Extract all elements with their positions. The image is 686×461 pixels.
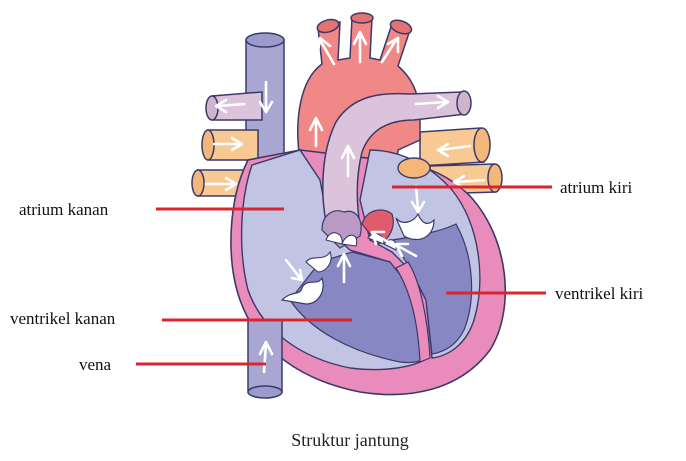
label-atrium-kiri: atrium kiri bbox=[560, 178, 633, 197]
label-ventrikel-kanan: ventrikel kanan bbox=[10, 309, 116, 328]
pulmonary-vein-opening bbox=[397, 157, 431, 179]
septum bbox=[395, 261, 431, 363]
right-pulmonary-artery bbox=[205, 91, 263, 121]
label-vena: vena bbox=[79, 355, 112, 374]
valves bbox=[280, 212, 435, 305]
label-ventrikel-kiri: ventrikel kiri bbox=[555, 284, 644, 303]
flow-arrows bbox=[204, 30, 486, 374]
caption: Struktur jantung bbox=[291, 430, 409, 450]
label-atrium-kanan: atrium kanan bbox=[19, 200, 109, 219]
